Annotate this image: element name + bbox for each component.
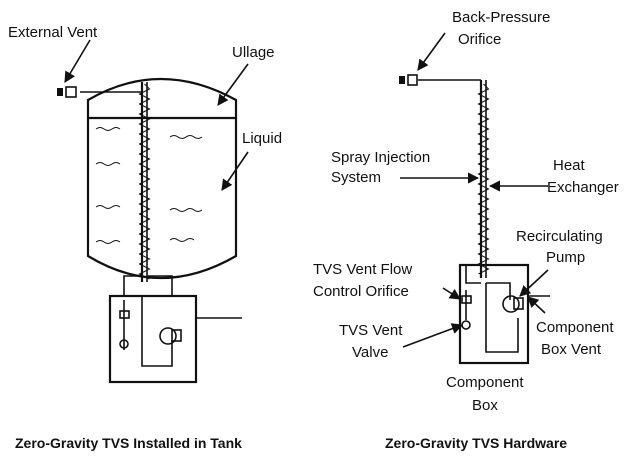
back-pressure-orifice [407, 74, 418, 86]
label-ullage: Ullage [232, 44, 275, 61]
vent-valve-right [461, 320, 471, 330]
liquid-waves [95, 127, 203, 244]
caption-left: Zero-Gravity TVS Installed in Tank [15, 435, 242, 451]
internal-plumbing-right [465, 265, 550, 353]
component-box-right [458, 263, 530, 365]
heat-exchanger-fins [138, 83, 151, 280]
label-liquid: Liquid [242, 130, 282, 147]
label-comp-box-1: Component [446, 374, 524, 391]
label-spray-1: Spray Injection [331, 149, 430, 166]
flow-orifice-right [461, 295, 472, 304]
flow-orifice-left [119, 310, 130, 319]
label-recirc-1: Recirculating [516, 228, 603, 245]
label-tvs-flow-2: Control Orifice [313, 283, 409, 300]
right-panel-hardware: Back-Pressure Orifice Spray Injection Sy… [313, 9, 619, 451]
pump-housing-right [513, 297, 524, 310]
external-vent-arrow [64, 39, 91, 83]
vent-valve-left [119, 339, 129, 349]
label-heat-2: Exchanger [547, 179, 619, 196]
label-spray-2: System [331, 169, 381, 186]
left-panel-tank-assembly: External Vent Ullage Liquid Zero-Gravity… [8, 24, 282, 451]
label-recirc-2: Pump [546, 249, 585, 266]
label-comp-box-2: Box [472, 397, 498, 414]
label-tvs-valve-1: TVS Vent [339, 322, 403, 339]
external-vent-fitting [65, 86, 77, 98]
liquid-arrow [221, 151, 249, 191]
ullage-arrow [217, 63, 249, 106]
recirc-arrow [519, 269, 549, 297]
back-pressure-arrow [417, 32, 446, 71]
label-external-vent: External Vent [8, 24, 98, 41]
pump-housing-left [171, 329, 182, 342]
back-pressure-cap [399, 76, 405, 84]
label-tvs-flow-1: TVS Vent Flow [313, 261, 412, 278]
component-box-left [108, 294, 198, 384]
heat-exchanger-fins-right [477, 83, 490, 275]
tvs-flow-arrow [442, 287, 461, 300]
tank-outline [86, 78, 238, 279]
internal-plumbing-left [123, 275, 242, 367]
comp-vent-arrow [527, 296, 546, 314]
pump-left [159, 327, 177, 345]
tvs-valve-arrow [402, 323, 464, 348]
external-vent-cap [57, 88, 63, 96]
label-heat-1: Heat [553, 157, 586, 174]
label-back-pressure-2: Orifice [458, 31, 501, 48]
label-comp-vent-1: Component [536, 319, 614, 336]
pump-right [502, 295, 520, 313]
label-tvs-valve-2: Valve [352, 344, 388, 361]
label-comp-vent-2: Box Vent [541, 341, 602, 358]
label-back-pressure-1: Back-Pressure [452, 9, 550, 26]
caption-right: Zero-Gravity TVS Hardware [385, 435, 567, 451]
